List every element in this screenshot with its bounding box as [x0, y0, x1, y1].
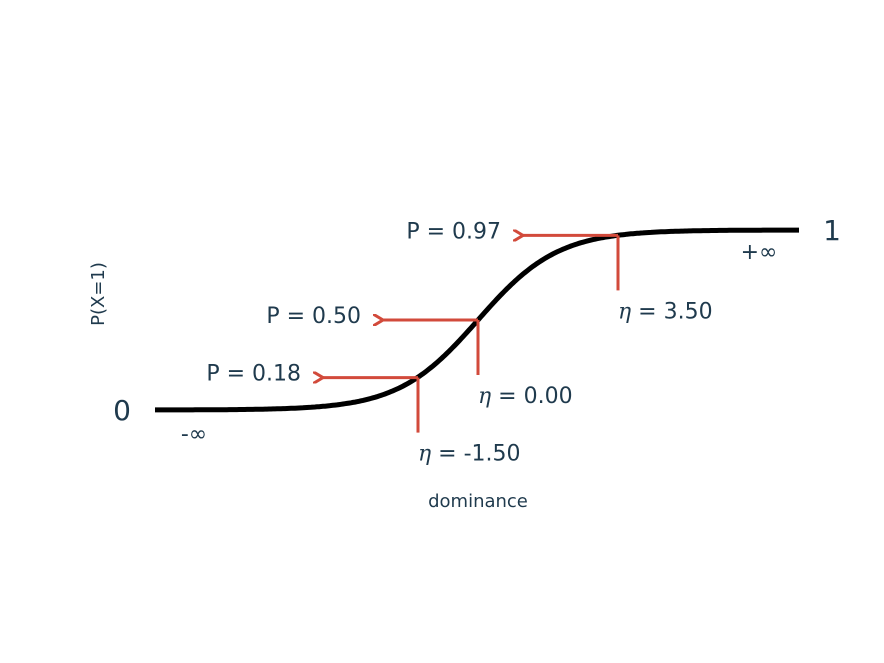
right-end-value: 1: [823, 214, 841, 247]
x-axis-label: dominance: [428, 491, 528, 512]
left-end-value: 0: [113, 394, 131, 427]
eta-symbol: η: [618, 299, 631, 324]
eta-value: = 0.00: [491, 384, 572, 409]
eta-value: = 3.50: [631, 299, 712, 324]
eta-label: η = -1.50: [418, 442, 521, 467]
right-limit-label: +∞: [741, 240, 778, 265]
probability-label: P = 0.18: [206, 362, 301, 387]
eta-label: η = 3.50: [618, 299, 713, 324]
probability-label: P = 0.97: [406, 219, 501, 244]
eta-value: = -1.50: [431, 442, 520, 467]
y-axis-label: P(X=1): [88, 262, 109, 326]
probability-label: P = 0.50: [266, 304, 361, 329]
eta-symbol: η: [418, 442, 431, 467]
eta-symbol: η: [478, 384, 491, 409]
eta-label: η = 0.00: [478, 384, 573, 409]
left-limit-label: -∞: [181, 422, 207, 447]
annotation-group: P = 0.97 η = 3.50 P = 0.50 η = 0.00 P = 0.18…: [206, 219, 712, 466]
